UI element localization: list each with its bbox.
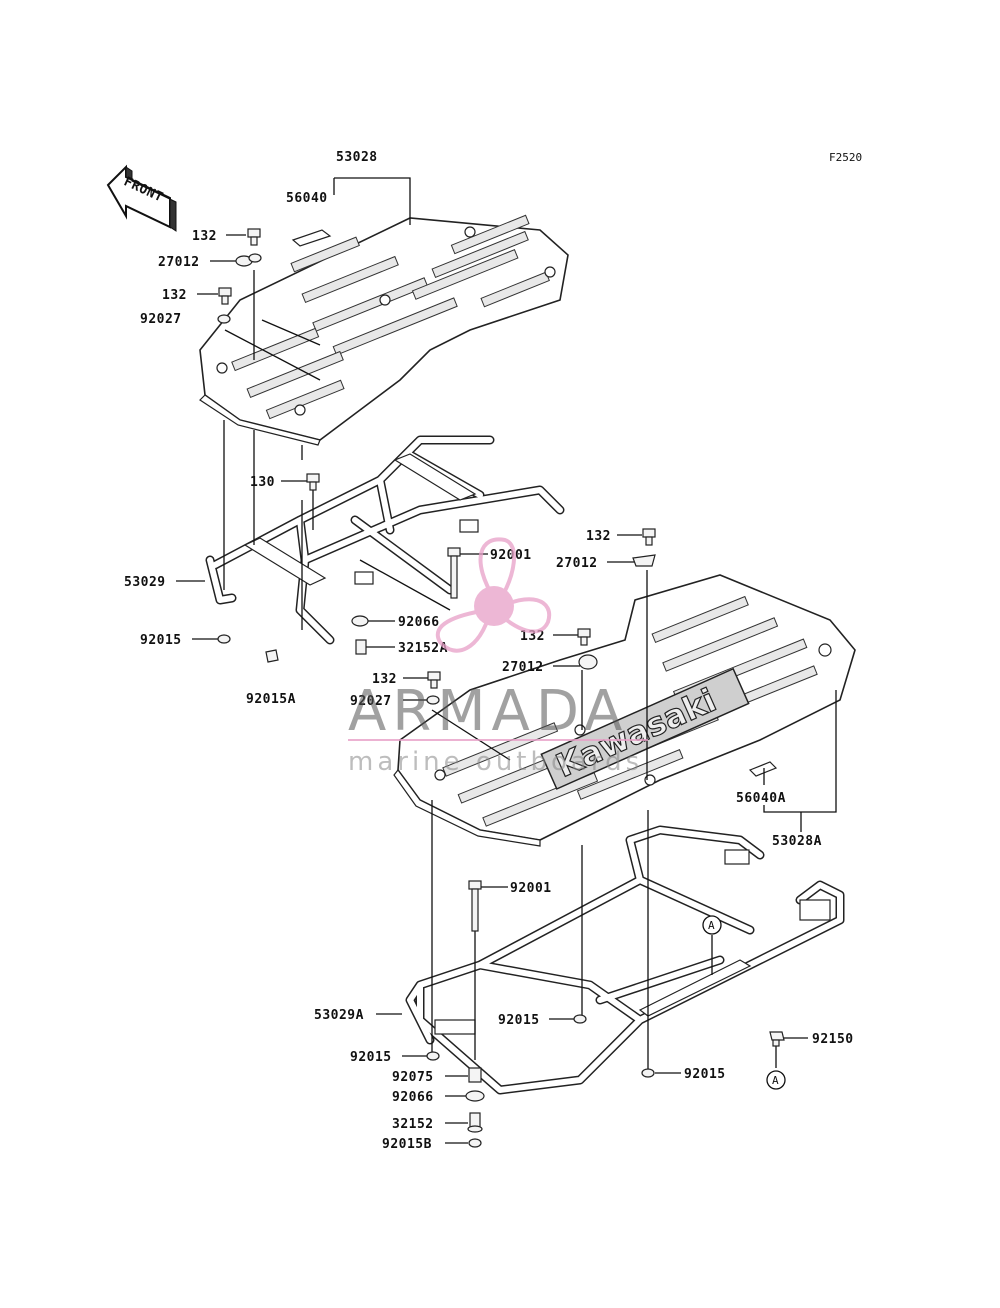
clip-icon	[265, 649, 279, 663]
callout-92075: 92075	[392, 1070, 434, 1085]
callout-56040: 56040	[286, 191, 328, 206]
callout-32152: 32152	[392, 1117, 434, 1132]
washer-icon	[217, 314, 231, 324]
callout-27012: 27012	[158, 255, 200, 270]
front-arrow-icon: FRONT	[106, 164, 177, 232]
callout-92066: 92066	[398, 615, 440, 630]
long-bolt-icon	[447, 547, 461, 599]
nut-icon	[573, 1014, 587, 1024]
bolt-icon	[247, 228, 261, 246]
svg-text:A: A	[708, 919, 715, 932]
bolt-icon	[769, 1031, 785, 1047]
callout-92027: 92027	[350, 694, 392, 709]
long-bolt-icon	[468, 880, 482, 932]
svg-text:A: A	[772, 1074, 779, 1087]
callout-92015B: 92015B	[382, 1137, 432, 1152]
front-carrier-plate	[199, 214, 569, 446]
ref-marker-a-upper: A	[702, 915, 722, 935]
callout-53028A: 53028A	[772, 834, 822, 849]
decal-56040A	[748, 761, 778, 777]
bolt-icon	[218, 287, 232, 305]
callout-32152A: 32152A	[398, 641, 448, 656]
nut-icon	[641, 1068, 655, 1078]
nut-icon	[468, 1138, 482, 1148]
callout-92015: 92015	[140, 633, 182, 648]
callout-92001: 92001	[510, 881, 552, 896]
callout-92015: 92015	[350, 1050, 392, 1065]
callout-92066: 92066	[392, 1090, 434, 1105]
grommet-icon	[465, 1090, 485, 1102]
callout-132: 132	[372, 672, 397, 687]
callout-53028: 53028	[336, 150, 378, 165]
watermark-logo: ARMADA marine outboards	[348, 537, 648, 777]
decal-56040	[291, 229, 332, 247]
bolt-icon	[577, 628, 591, 646]
callout-92015: 92015	[684, 1067, 726, 1082]
bolt-icon	[306, 473, 320, 491]
propeller-icon	[435, 537, 552, 653]
watermark-name: ARMADA	[348, 679, 628, 744]
figure-code: F2520	[829, 151, 862, 164]
callout-132: 132	[192, 229, 217, 244]
washer-icon	[426, 695, 440, 705]
leader-lines	[176, 177, 837, 1144]
nut-icon	[217, 634, 231, 644]
spacer-icon	[468, 1067, 482, 1083]
bolt-icon	[642, 528, 656, 546]
callout-130: 130	[250, 475, 275, 490]
hardware	[217, 228, 785, 1148]
callout-92027: 92027	[140, 312, 182, 327]
callout-92015: 92015	[498, 1013, 540, 1028]
collar-icon	[467, 1112, 483, 1133]
callout-92001: 92001	[490, 548, 532, 563]
callout-27012: 27012	[556, 556, 598, 571]
callout-132: 132	[586, 529, 611, 544]
ref-marker-a-lower: A	[766, 1070, 786, 1090]
callout-53029A: 53029A	[314, 1008, 364, 1023]
bracket-icon	[578, 654, 598, 670]
nut-icon	[426, 1051, 440, 1061]
callout-92150: 92150	[812, 1032, 854, 1047]
callout-53029: 53029	[124, 575, 166, 590]
bolt-icon	[427, 671, 441, 689]
callout-56040A: 56040A	[736, 791, 786, 806]
rear-carrier-frame	[405, 825, 845, 1095]
callout-92015A: 92015A	[246, 692, 296, 707]
rear-carrier-plate: Kawasaki	[393, 574, 856, 847]
callout-labels: 53028 56040 132 27012 132 92027 130 5302…	[124, 150, 854, 1152]
watermark-sub: marine outboards	[348, 747, 643, 777]
grommet-icon	[351, 615, 369, 627]
callout-132: 132	[162, 288, 187, 303]
front-carrier-frame	[205, 435, 565, 645]
callout-27012: 27012	[502, 660, 544, 675]
collar-icon	[355, 639, 367, 655]
bracket-icon	[632, 554, 656, 567]
